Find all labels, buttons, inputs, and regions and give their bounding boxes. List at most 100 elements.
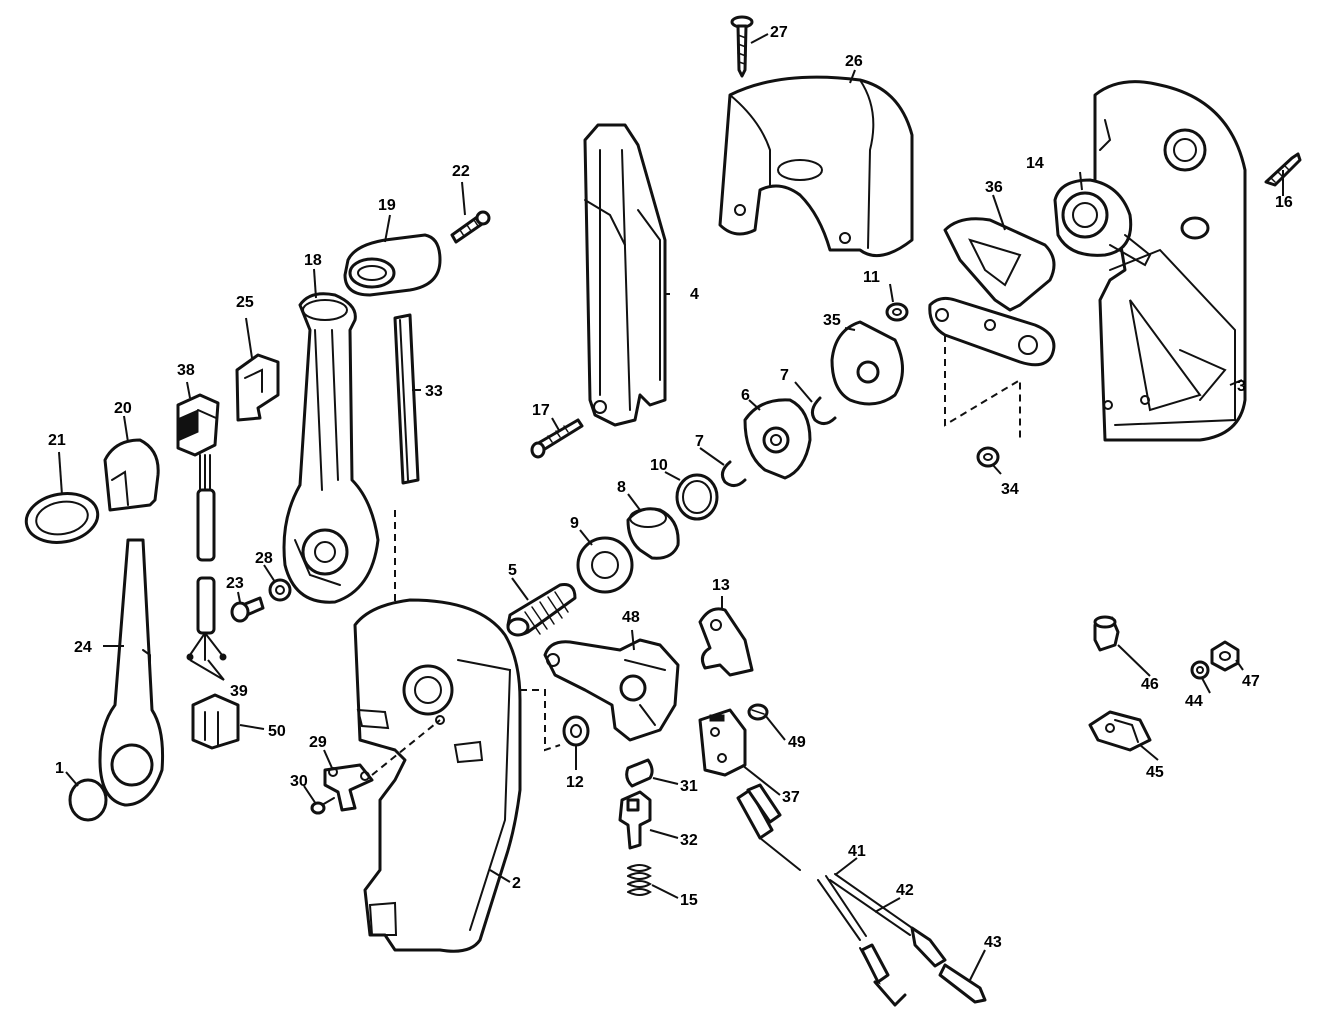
part-9-washer (576, 536, 634, 594)
part-45-clip (1088, 710, 1152, 752)
label-6: 6 (741, 387, 750, 404)
part-35-cam-plate (830, 320, 904, 406)
label-37: 37 (782, 789, 800, 806)
part-30-screw (310, 797, 335, 815)
part-18-lever-arm (282, 292, 380, 604)
part-28-washer (268, 578, 292, 602)
label-44: 44 (1185, 693, 1203, 710)
part-11-nut (885, 302, 909, 322)
part-31-pin (625, 758, 654, 788)
label-21: 21 (48, 432, 66, 449)
label-19: 19 (378, 197, 396, 214)
terminal-leads (736, 783, 801, 871)
part-labels: 27 26 3 16 14 36 11 35 7 6 7 10 8 9 5 4 … (48, 24, 1293, 951)
part-5-spline-shaft (506, 583, 577, 637)
part-2-left-housing (353, 598, 522, 953)
part-7-retaining-ring-lower (720, 460, 747, 487)
part-17-screw (530, 418, 584, 459)
part-24-lever-bar (98, 538, 164, 807)
label-16: 16 (1275, 194, 1293, 211)
part-50-connector (191, 693, 240, 750)
label-42: 42 (896, 882, 914, 899)
part-20-knob (103, 438, 160, 512)
label-7-lower: 7 (695, 433, 704, 450)
part-34-nut (976, 446, 1000, 468)
part-46-bolt (1093, 615, 1120, 652)
label-18: 18 (304, 252, 322, 269)
label-46: 46 (1141, 676, 1159, 693)
part-1-cap (68, 778, 108, 822)
part-6-hub (743, 398, 812, 480)
part-43-terminal (938, 963, 987, 1004)
label-17: 17 (532, 402, 550, 419)
label-36: 36 (985, 179, 1003, 196)
part-23-bolt (230, 596, 265, 623)
label-9: 9 (570, 515, 579, 532)
part-42-lead (829, 873, 947, 968)
label-45: 45 (1146, 764, 1164, 781)
part-4-lever-guide (583, 123, 667, 427)
label-38: 38 (177, 362, 195, 379)
part-14-bearing (1053, 178, 1152, 267)
label-24: 24 (74, 639, 92, 656)
label-3: 3 (1237, 378, 1246, 395)
part-10-ring (675, 473, 719, 521)
label-41: 41 (848, 843, 866, 860)
label-11: 11 (863, 269, 880, 286)
part-27-screw (730, 15, 754, 78)
part-12-washer (562, 715, 590, 747)
dashed-assembly-line-36 (944, 335, 1021, 440)
label-43: 43 (984, 934, 1002, 951)
label-34: 34 (1001, 481, 1019, 498)
part-39-wire-harness (186, 454, 227, 661)
label-47: 47 (1242, 673, 1260, 690)
part-44-washer (1190, 660, 1210, 680)
part-16-screw (1264, 152, 1302, 187)
label-27: 27 (770, 24, 788, 41)
part-21-ring (24, 492, 100, 544)
label-39: 39 (230, 683, 248, 700)
dashed-assembly-line-29 (371, 719, 441, 776)
label-15: 15 (680, 892, 698, 909)
label-31: 31 (680, 778, 698, 795)
label-4: 4 (690, 286, 699, 303)
label-29: 29 (309, 734, 327, 751)
label-48: 48 (622, 609, 640, 626)
label-32: 32 (680, 832, 698, 849)
part-15-spring (627, 864, 652, 896)
part-19-handle-grip (343, 233, 442, 297)
part-13-lever-link (698, 607, 754, 677)
label-26: 26 (845, 53, 863, 70)
label-14: 14 (1026, 155, 1044, 172)
part-38-switch (176, 393, 220, 457)
part-7-retaining-ring-upper (810, 396, 837, 425)
label-5: 5 (508, 562, 517, 579)
label-1: 1 (55, 760, 64, 777)
part-8-sleeve (626, 507, 680, 560)
part-32-plunger (618, 790, 652, 850)
part-41-lead (817, 875, 907, 1007)
label-23: 23 (226, 575, 244, 592)
link-arm (928, 296, 1056, 367)
label-30: 30 (290, 773, 308, 790)
part-36-lever-plate (943, 217, 1056, 312)
part-49-screw (747, 703, 769, 721)
part-33-strip (393, 313, 420, 485)
label-8: 8 (617, 479, 626, 496)
dashed-assembly-line-48 (520, 689, 561, 752)
label-2: 2 (512, 875, 521, 892)
part-29-clip (323, 763, 374, 812)
label-33: 33 (425, 383, 443, 400)
part-3-right-housing (1093, 80, 1247, 442)
part-22-screw (450, 210, 491, 244)
label-20: 20 (114, 400, 132, 417)
label-50: 50 (268, 723, 286, 740)
label-12: 12 (566, 774, 584, 791)
part-48-shift-bracket (543, 638, 680, 742)
leader-lines (58, 33, 1284, 981)
label-35: 35 (823, 312, 841, 329)
part-25-bracket (235, 353, 280, 422)
label-13: 13 (712, 577, 730, 594)
